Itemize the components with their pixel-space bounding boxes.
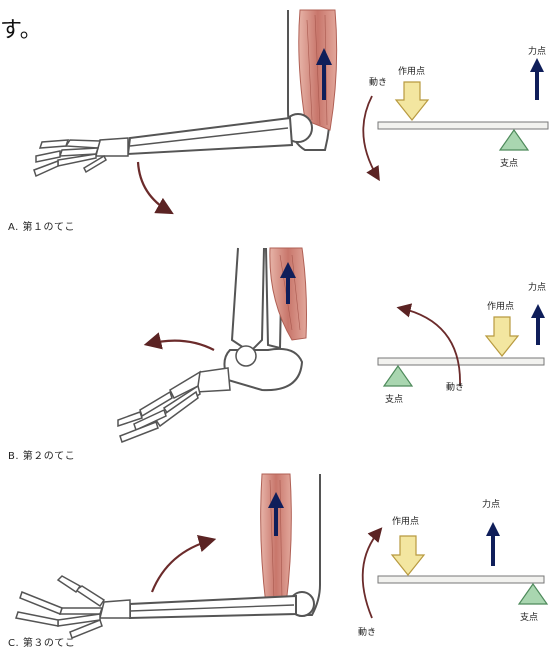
load-arrow-b [486, 317, 518, 356]
lever-bar-a [378, 122, 548, 129]
label-effort-b: 力点 [528, 281, 546, 293]
motion-curve-a [363, 96, 378, 178]
hand-c [16, 576, 130, 638]
forearm-c [130, 596, 296, 618]
tibia-b [232, 248, 264, 352]
fulcrum-a [500, 130, 528, 150]
caption-panel-a: A. 第１のてこ [8, 218, 75, 233]
lever-bar-c [378, 576, 544, 583]
forearm-a [128, 118, 292, 154]
label-fulcrum-a: 支点 [500, 157, 518, 169]
load-arrow-a [396, 82, 428, 120]
label-effort-c: 力点 [482, 498, 500, 510]
fulcrum-b [384, 366, 412, 386]
motion-curve-c [363, 530, 380, 618]
panel-c: 作用点 力点 支点 動き [16, 474, 547, 638]
label-load-a: 作用点 [398, 65, 425, 77]
panel-a: 動き 作用点 支点 力点 [34, 10, 548, 212]
label-motion-a: 動き [369, 77, 387, 88]
effort-arrow-a [530, 58, 544, 100]
label-motion-b: 動き [446, 382, 464, 393]
foot-b [118, 368, 230, 442]
load-arrow-c [392, 536, 424, 575]
fulcrum-c [519, 584, 547, 604]
label-fulcrum-c: 支点 [520, 611, 538, 623]
hand-a [34, 138, 128, 176]
label-motion-c: 動き [358, 627, 376, 638]
lever-bar-b [378, 358, 544, 365]
motion-arrow-a [138, 162, 170, 212]
motion-arrow-c [152, 540, 212, 592]
effort-arrow-c [486, 522, 500, 566]
label-effort-a: 力点 [528, 45, 546, 57]
label-load-c: 作用点 [392, 515, 419, 527]
motion-arrow-b [148, 341, 214, 350]
caption-panel-b: B. 第２のてこ [8, 447, 75, 462]
label-fulcrum-b: 支点 [385, 393, 403, 405]
label-load-b: 作用点 [487, 300, 514, 312]
motion-curve-b [400, 308, 460, 386]
panel-b: 支点 作用点 力点 動き [118, 248, 546, 442]
effort-arrow-b [531, 304, 545, 345]
caption-panel-c: C. 第３のてこ [8, 634, 75, 649]
